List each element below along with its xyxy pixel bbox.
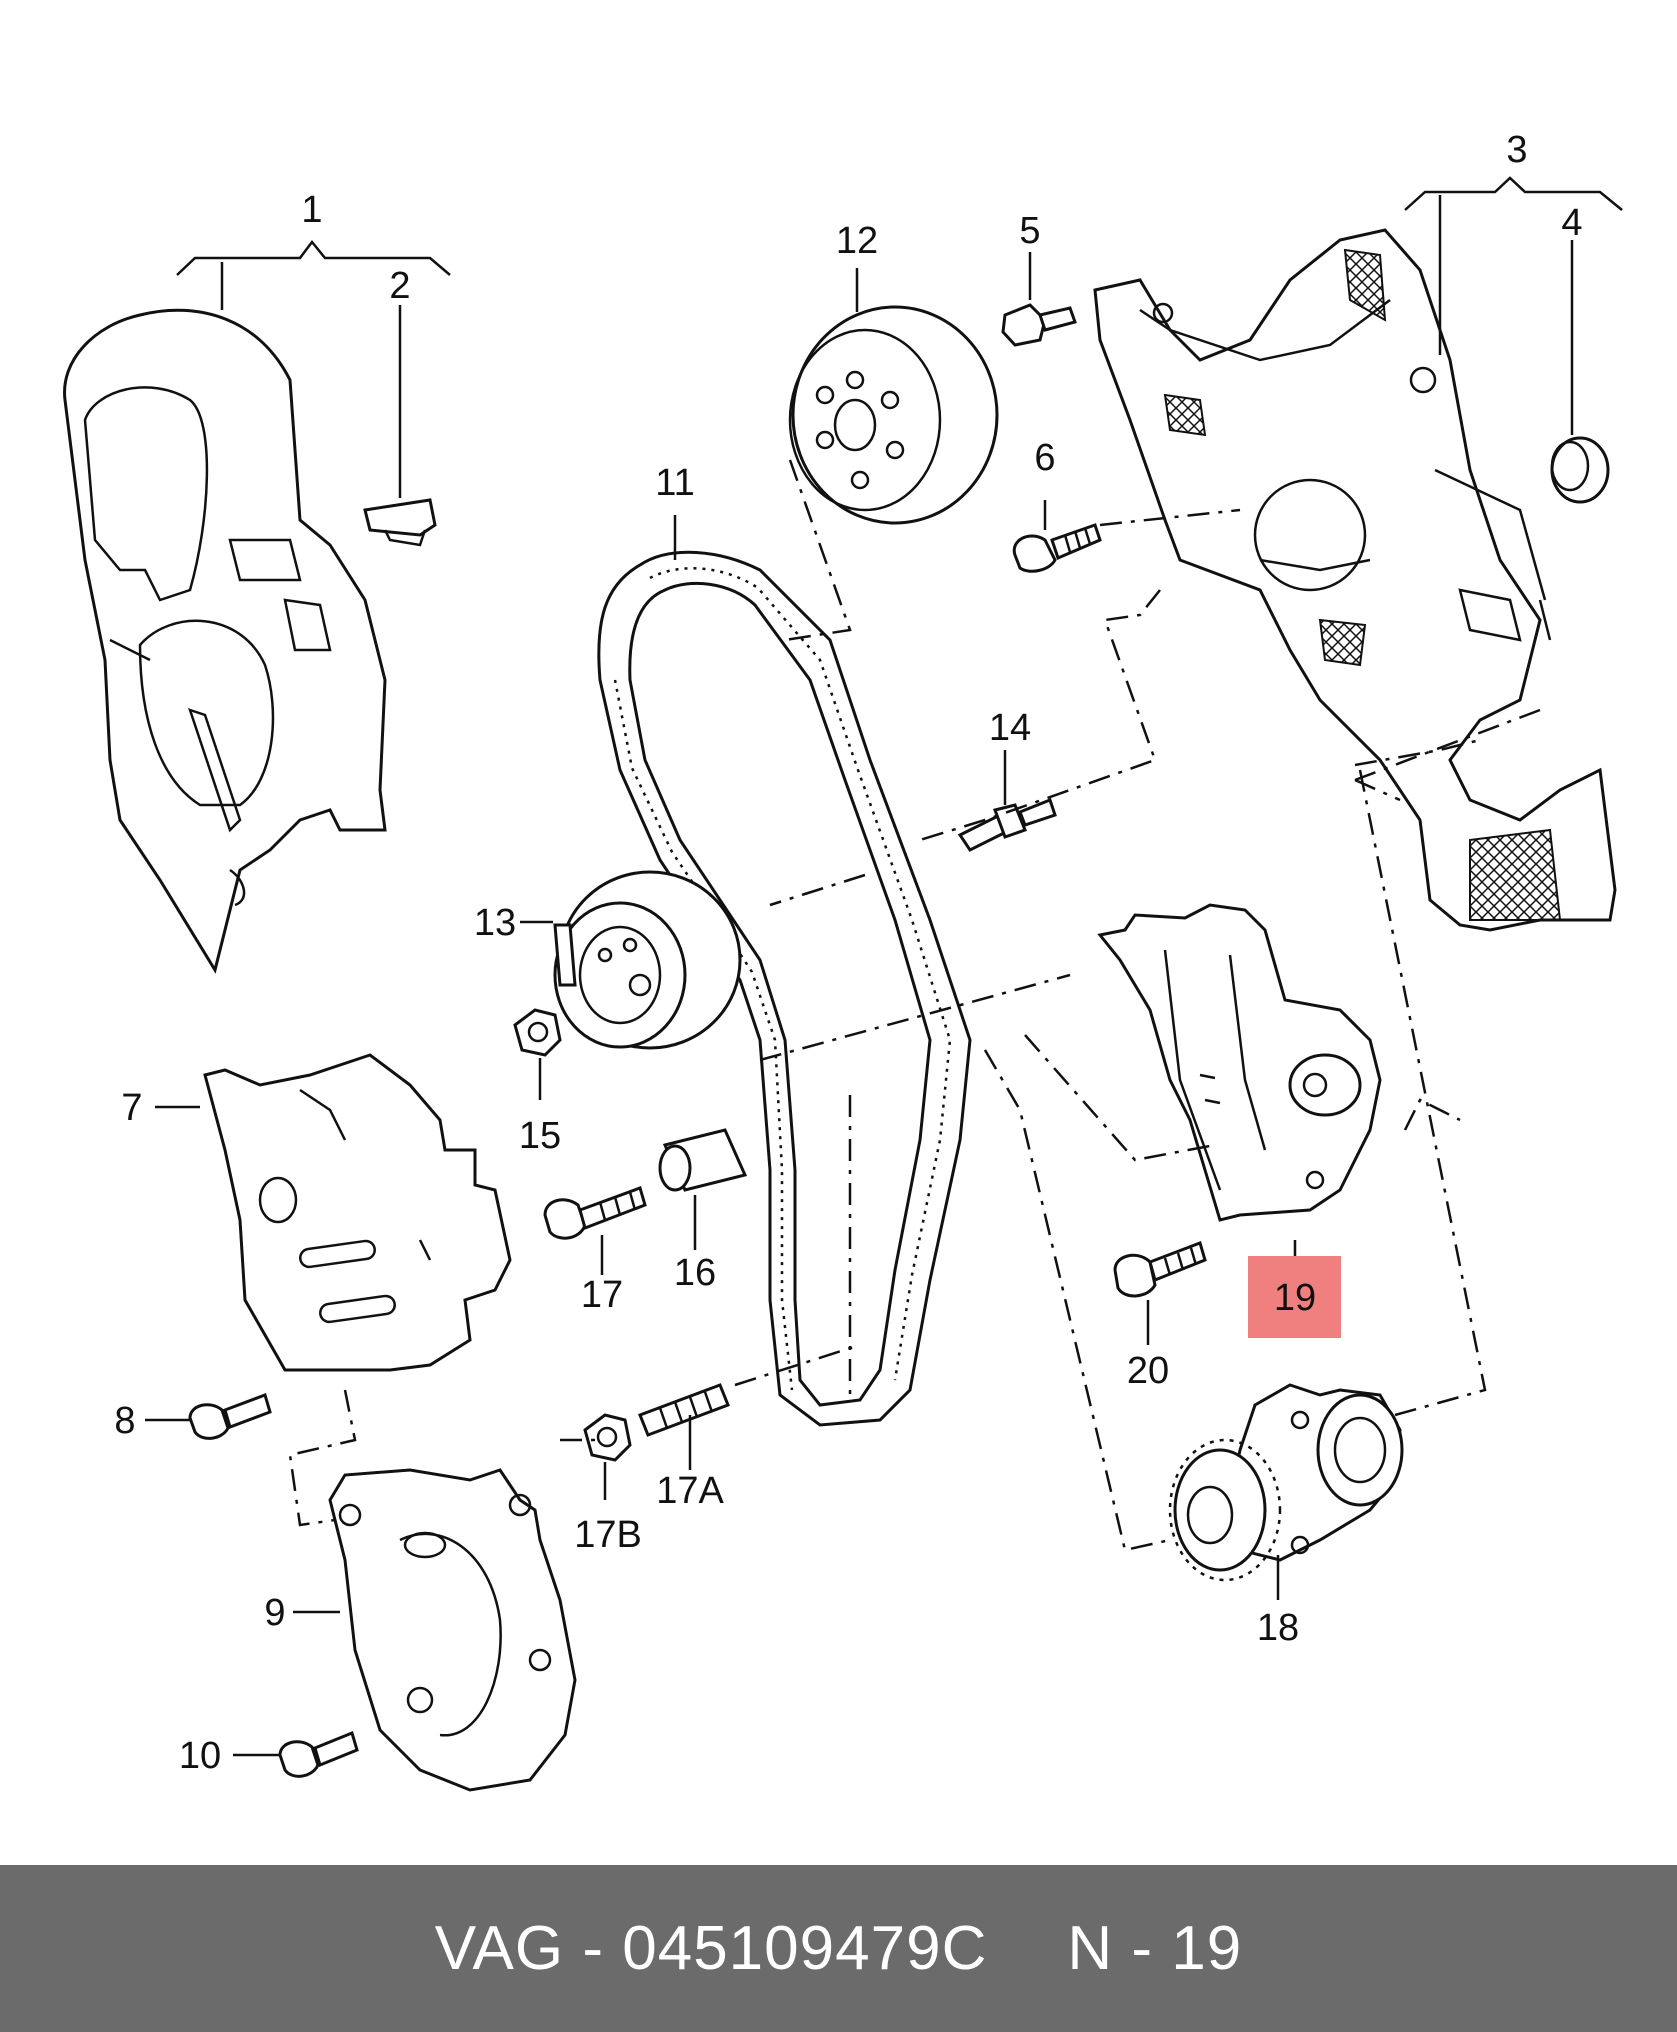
callout-18: 18 (1257, 1607, 1299, 1649)
callout-8: 8 (114, 1400, 135, 1442)
callout-labels: 1 2 3 4 5 6 7 8 9 10 11 12 13 14 15 16 1… (114, 129, 1582, 1777)
callout-17a: 17A (656, 1470, 724, 1512)
clip-part (363, 498, 437, 547)
bolt-10-part (278, 1730, 359, 1778)
nut-15-part (513, 1008, 562, 1057)
bolt-8-part (188, 1393, 272, 1440)
rear-cover-part (1093, 228, 1617, 932)
leader-lines (145, 176, 1623, 1757)
callout-17b: 17B (574, 1514, 642, 1556)
sleeve-16-part (658, 1128, 748, 1192)
position-prefix: N (1067, 1914, 1114, 1983)
position-separator: - (1131, 1914, 1154, 1983)
water-pump-part (1168, 1383, 1404, 1582)
stud-17a-part (638, 1383, 730, 1437)
callout-13: 13 (474, 902, 516, 944)
exploded-parts-diagram: 1 2 3 4 5 6 7 8 9 10 11 12 13 14 15 16 1… (63, 129, 1623, 1792)
assembly-lines (288, 459, 1541, 1552)
bolt-6-part (1012, 523, 1102, 573)
plug-part (1550, 436, 1610, 504)
callout-2: 2 (389, 265, 410, 307)
timing-belt-part (597, 550, 972, 1427)
callout-10: 10 (179, 1735, 221, 1777)
callout-4: 4 (1561, 202, 1582, 244)
callout-9: 9 (264, 1592, 285, 1634)
bolt-17-part (543, 1186, 647, 1240)
lower-cover-part (328, 1468, 577, 1792)
middle-cover-part (203, 1053, 512, 1372)
callout-15: 15 (519, 1115, 561, 1157)
callout-20: 20 (1127, 1350, 1169, 1392)
camshaft-sprocket-part (788, 305, 999, 525)
upper-belt-cover-part (63, 308, 387, 974)
callout-3: 3 (1506, 129, 1527, 171)
nut-17b-part (583, 1413, 632, 1462)
callout-17: 17 (581, 1274, 623, 1316)
highlight-box (1248, 1256, 1341, 1338)
callout-19: 19 (1274, 1277, 1316, 1319)
brand-label: VAG (434, 1914, 565, 1983)
tensioner-part (553, 870, 742, 1050)
callout-5: 5 (1019, 210, 1040, 252)
callout-11: 11 (655, 462, 694, 504)
callout-6: 6 (1034, 437, 1055, 479)
callout-12: 12 (836, 220, 878, 262)
callout-16: 16 (674, 1252, 716, 1294)
bolt-20-part (1113, 1241, 1207, 1298)
idler-bracket-part (1097, 903, 1382, 1222)
stud-14-part (957, 798, 1057, 852)
callout-14: 14 (989, 707, 1031, 749)
callout-1: 1 (301, 189, 322, 231)
callout-7: 7 (121, 1087, 142, 1129)
bolt-5-part (1001, 303, 1077, 347)
part-number-footer: VAG - 045109479C N - 19 (0, 1865, 1677, 2032)
position-number: 19 (1171, 1914, 1243, 1983)
brand-separator: - (582, 1914, 604, 1983)
part-number: 045109479C (622, 1914, 988, 1983)
